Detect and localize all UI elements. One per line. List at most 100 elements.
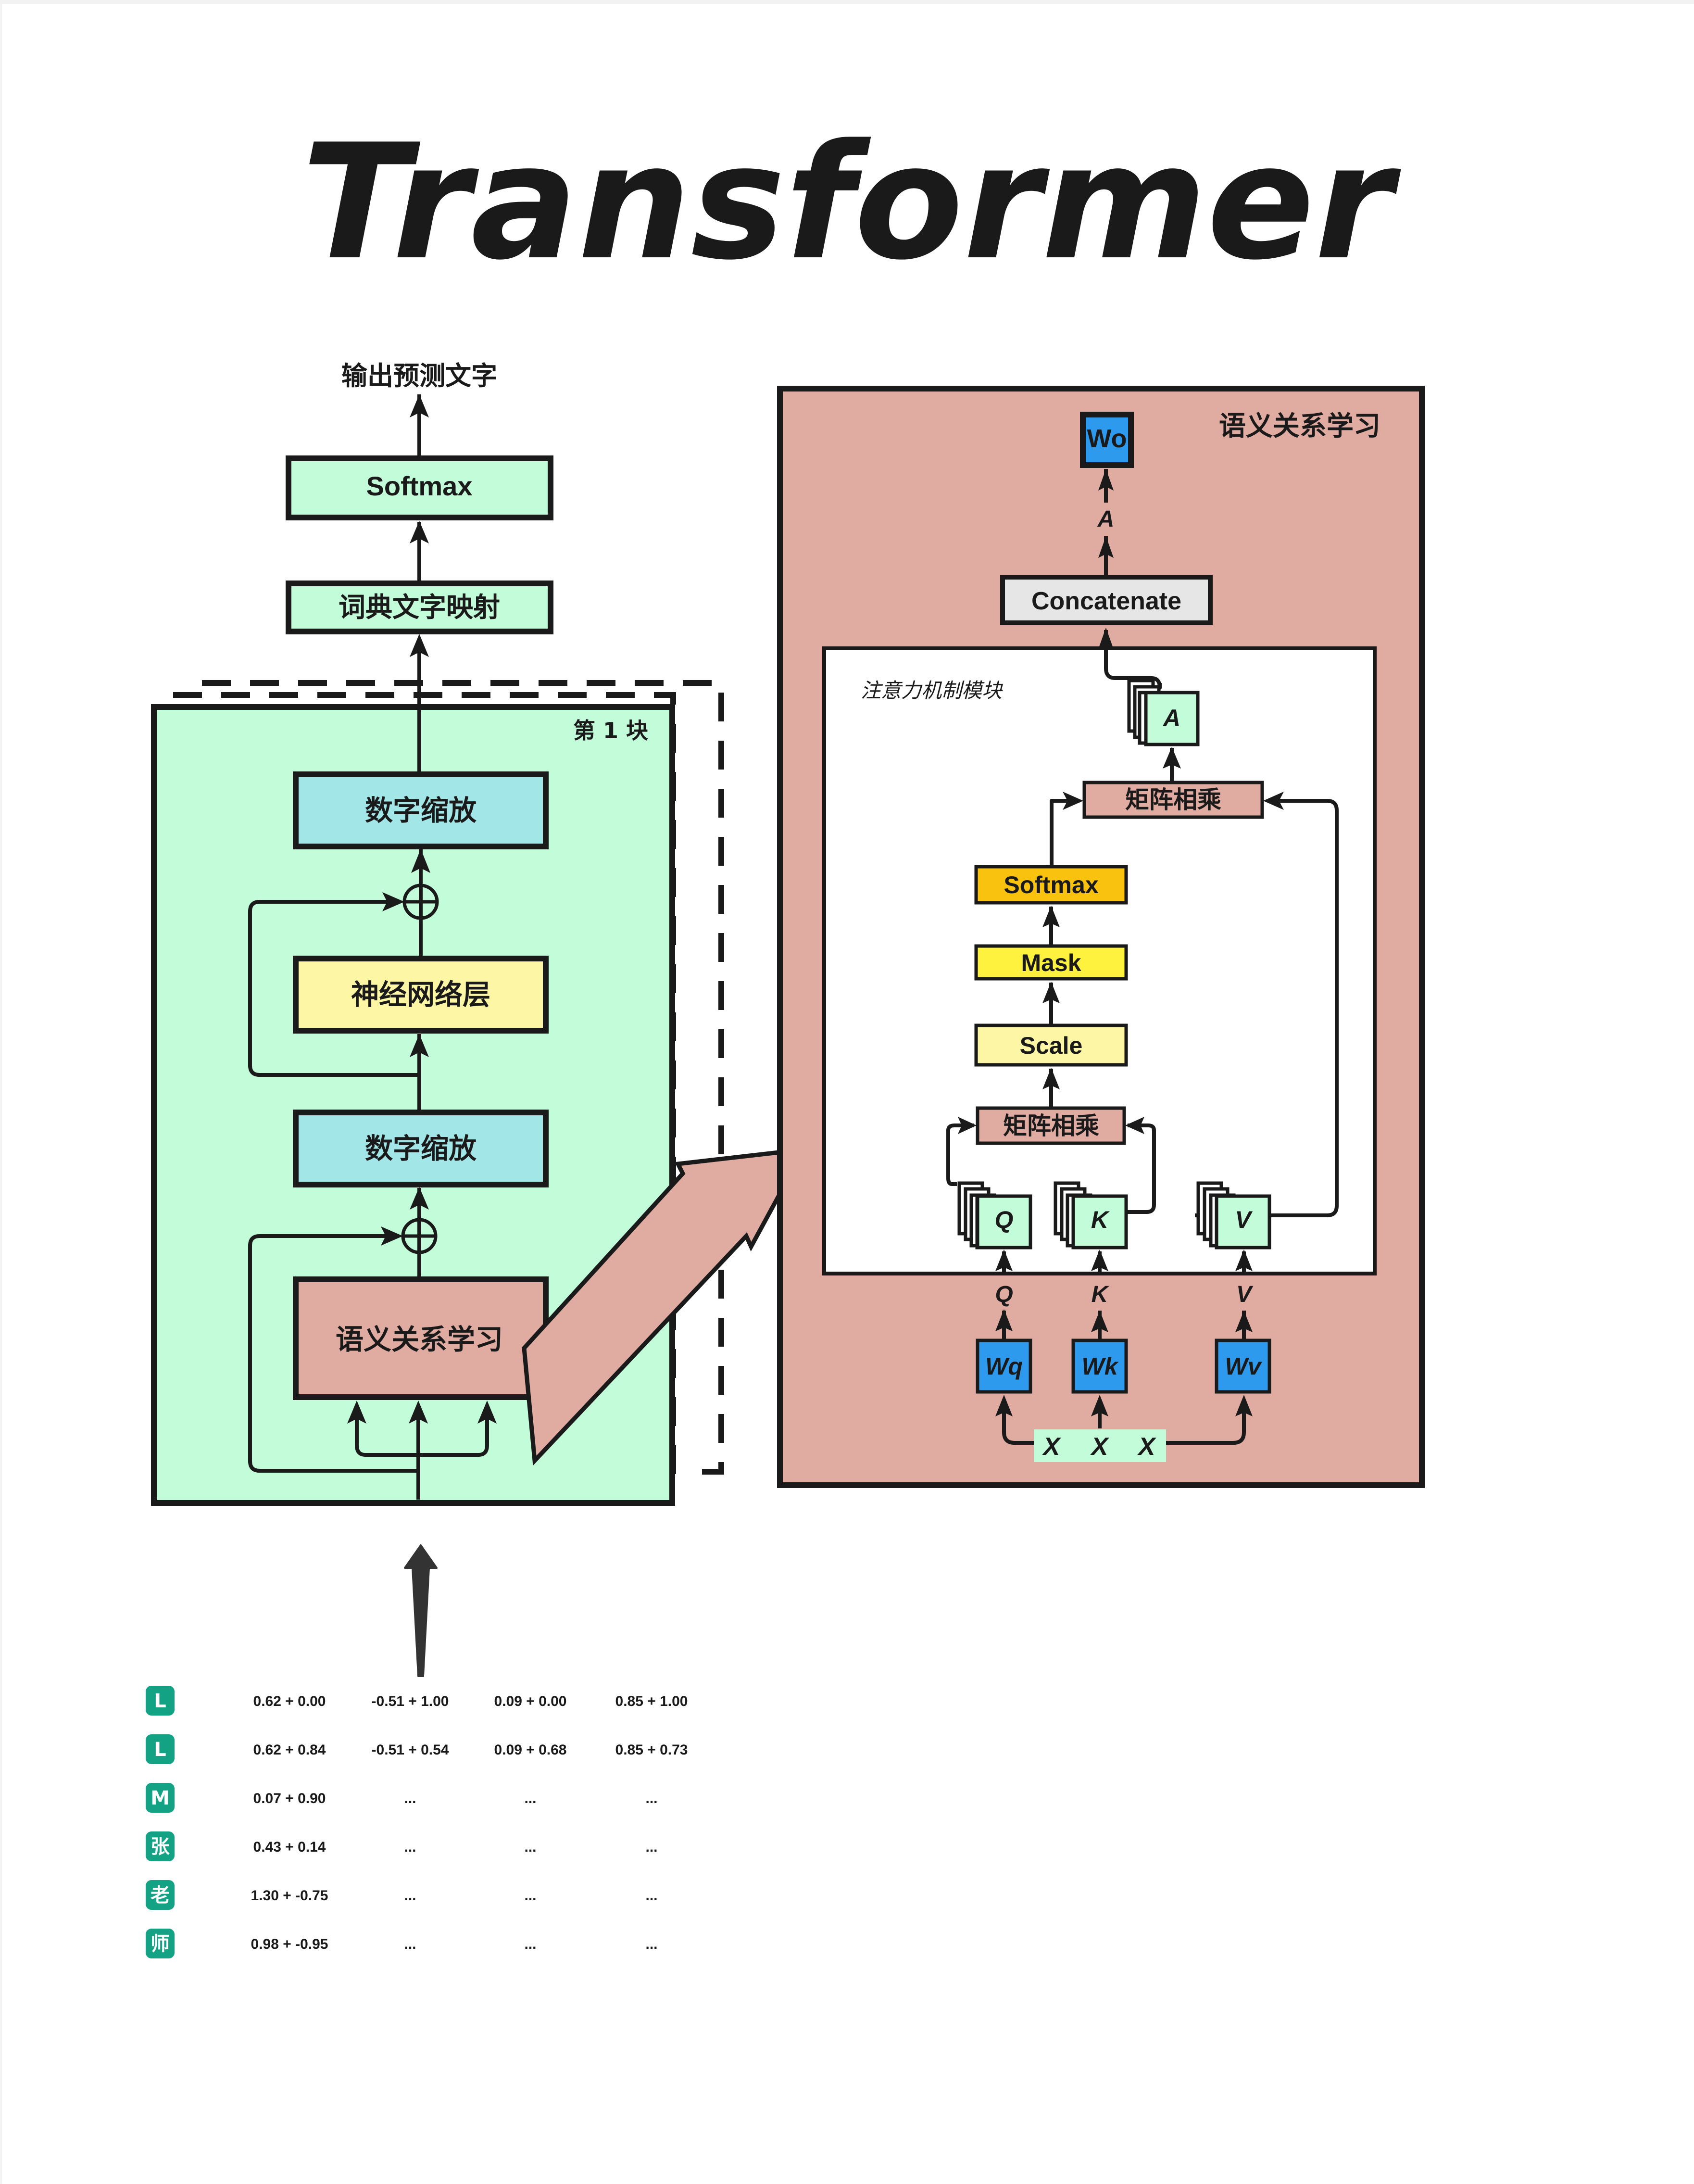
token-label: 老 (151, 1884, 170, 1906)
norm-top-label: 数字缩放 (365, 794, 477, 827)
arrowhead-icon (382, 892, 404, 911)
token-badge (146, 1880, 175, 1910)
a-box-label: A (1162, 705, 1180, 732)
embedding-value: -0.51 + 1.00 (372, 1693, 449, 1709)
wo-label: Wo (1087, 424, 1127, 453)
arrowhead-icon (1098, 628, 1114, 649)
arrowhead-icon (1098, 536, 1114, 558)
left-softmax-box[interactable] (286, 455, 553, 520)
attn-softmax-box[interactable] (974, 865, 1128, 905)
embedding-value: ... (524, 1839, 536, 1855)
arrowhead-icon (995, 1250, 1013, 1271)
embedding-value: 0.85 + 1.00 (615, 1693, 688, 1709)
wv-box[interactable] (1215, 1338, 1271, 1394)
page-title: Transformer (301, 110, 1401, 295)
token-badge (146, 1734, 175, 1764)
token-label: 师 (151, 1933, 170, 1955)
left-softmax-label: Softmax (366, 471, 473, 501)
concatenate-box[interactable] (1000, 575, 1213, 625)
embedding-value: ... (524, 1791, 536, 1806)
mask-label: Mask (1021, 949, 1081, 976)
residual-connection-top (248, 900, 419, 1077)
v-stack[interactable]: V (1196, 1181, 1271, 1250)
embedding-value: 0.43 + 0.14 (253, 1839, 326, 1855)
v-label: V (1236, 1282, 1254, 1307)
wq-label: Wq (985, 1353, 1023, 1380)
attention-detail-title: 语义关系学习 (1219, 411, 1380, 442)
norm-bottom-label: 数字缩放 (365, 1132, 477, 1165)
scale-label: Scale (1020, 1032, 1083, 1059)
arrowhead-icon (1098, 469, 1114, 491)
arrowhead-icon (477, 1401, 497, 1424)
a-stack[interactable]: A (1127, 679, 1200, 746)
arrowhead-icon (410, 1034, 429, 1057)
embedding-value: ... (645, 1888, 657, 1904)
attn-softmax-label: Softmax (1004, 871, 1098, 898)
token-label: 张 (151, 1836, 170, 1858)
wo-box[interactable] (1080, 412, 1134, 468)
attention-box[interactable] (293, 1276, 549, 1400)
x-input-strip (1034, 1429, 1166, 1462)
embedding-value: -0.51 + 0.54 (372, 1742, 449, 1758)
embedding-value: 0.09 + 0.00 (494, 1693, 567, 1709)
block-1-label: 第 1 块 (573, 718, 648, 744)
arrowhead-icon (1091, 1250, 1108, 1271)
stacked-block-frame-back (202, 680, 724, 1475)
input-arrow-icon (404, 1544, 438, 1677)
output-label: 输出预测文字 (341, 361, 497, 391)
arrowhead-icon (409, 1401, 428, 1424)
matmul-bottom-box[interactable] (976, 1106, 1126, 1145)
arrowhead-icon (410, 634, 429, 657)
arrowhead-icon (1063, 792, 1083, 810)
token-label: M (151, 1787, 170, 1809)
k-stack[interactable]: K (1054, 1181, 1128, 1250)
wq-box[interactable] (976, 1338, 1032, 1394)
embedding-value: ... (645, 1839, 657, 1855)
x-input-2: X (1090, 1433, 1110, 1461)
embedding-value: 1.30 + -0.75 (251, 1888, 328, 1904)
arrowhead-icon (995, 1309, 1013, 1331)
mask-box[interactable] (974, 944, 1128, 981)
wk-box[interactable] (1071, 1338, 1128, 1394)
arrowhead-icon (410, 1187, 429, 1210)
arrowhead-icon (410, 521, 429, 543)
arrowhead-icon (1235, 1250, 1253, 1271)
scale-box[interactable] (974, 1023, 1128, 1067)
transformer-diagram: Transformer 输出预测文字 Softmax 词典文字映射 第 1 块 … (146, 110, 1425, 1958)
v-box-label: V (1235, 1206, 1253, 1233)
arrowhead-icon (1125, 1117, 1144, 1134)
arrowhead-icon (1042, 906, 1060, 927)
x-input-3: X (1137, 1433, 1157, 1461)
arrowhead-icon (1042, 1068, 1060, 1089)
token-badge (146, 1831, 175, 1861)
x-input-1: X (1042, 1433, 1062, 1461)
arrowhead-icon (347, 1401, 366, 1424)
embedding-value: ... (404, 1791, 416, 1806)
arrowhead-icon (1163, 747, 1181, 769)
matmul-bottom-label: 矩阵相乘 (1003, 1112, 1099, 1140)
k-box-label: K (1091, 1206, 1110, 1233)
embedding-value: ... (645, 1791, 657, 1806)
embedding-value: ... (645, 1936, 657, 1952)
arrowhead-icon (1235, 1311, 1253, 1332)
arrowhead-icon (1091, 1311, 1108, 1332)
ffn-box[interactable] (293, 956, 549, 1034)
embedding-value: ... (524, 1888, 536, 1904)
arrowhead-icon (411, 849, 430, 873)
norm-bottom-box[interactable] (293, 1110, 549, 1187)
concatenate-label: Concatenate (1031, 587, 1181, 615)
residual-connection-bottom (248, 1234, 419, 1473)
q-stack[interactable]: Q (957, 1181, 1032, 1250)
norm-top-box[interactable] (293, 771, 549, 849)
vocab-mapping-box[interactable] (286, 581, 553, 634)
attention-label: 语义关系学习 (336, 1323, 503, 1356)
embedding-value: 0.07 + 0.90 (253, 1791, 326, 1806)
matmul-top-box[interactable] (1082, 781, 1264, 819)
q-box-label: Q (995, 1206, 1014, 1233)
attention-module-label: 注意力机制模块 (861, 679, 1003, 702)
